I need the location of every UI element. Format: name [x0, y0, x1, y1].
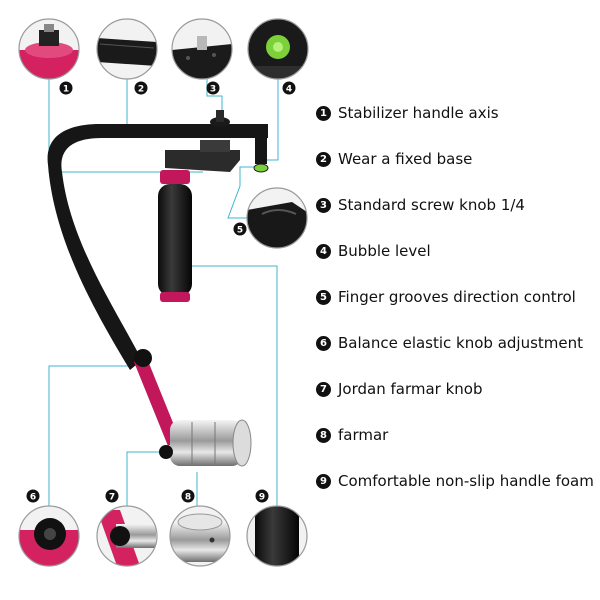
callout-badge-2: 2	[134, 81, 148, 95]
balance-knob	[134, 349, 152, 367]
legend-number: 9	[316, 474, 331, 489]
legend-number: 3	[316, 198, 331, 213]
callout-badge-number: 4	[286, 84, 292, 94]
gimbal-block	[200, 140, 230, 152]
legend-label: farmar	[338, 426, 389, 444]
bracket-post	[255, 124, 267, 164]
legend-number: 7	[316, 382, 331, 397]
callout-badge-number: 9	[259, 492, 265, 502]
detail-circle-5	[246, 187, 308, 249]
bubble-level-vial	[253, 163, 269, 173]
detail-circle-4	[247, 18, 309, 80]
legend-number: 5	[316, 290, 331, 305]
legend-item: 6 Balance elastic knob adjustment	[316, 334, 600, 380]
detail-circle-1	[18, 18, 80, 80]
callout-badge-7: 7	[105, 489, 119, 503]
callout-badge-3: 3	[206, 81, 220, 95]
curved-arm	[47, 124, 269, 370]
callout-badge-number: 3	[210, 84, 216, 94]
counterweight	[159, 419, 252, 467]
legend-item: 5 Finger grooves direction control	[316, 288, 600, 334]
callout-badge-8: 8	[181, 489, 195, 503]
callout-badge-1: 1	[59, 81, 73, 95]
foam-handle	[158, 184, 192, 296]
detail-circle-6	[18, 505, 80, 567]
legend-item: 2 Wear a fixed base	[316, 150, 600, 196]
stabilizer-illustration	[47, 110, 269, 467]
legend-number: 2	[316, 152, 331, 167]
leader-line-4	[262, 79, 279, 161]
callout-badge-4: 4	[282, 81, 296, 95]
legend-label: Standard screw knob 1/4	[338, 196, 525, 214]
legend-number: 6	[316, 336, 331, 351]
legend-item: 9 Comfortable non-slip handle foam	[316, 472, 600, 518]
detail-circle-8	[169, 505, 231, 567]
legend-label: Finger grooves direction control	[338, 288, 576, 306]
legend-item: 4 Bubble level	[316, 242, 600, 288]
detail-circle-9	[246, 505, 308, 567]
legend-label: Wear a fixed base	[338, 150, 473, 168]
callout-badge-number: 6	[30, 492, 36, 502]
legend-number: 8	[316, 428, 331, 443]
detail-circle-3	[171, 18, 233, 80]
legend-item: 7 Jordan farmar knob	[316, 380, 600, 426]
top-screw-knob-stem	[216, 110, 224, 122]
callout-badge-number: 1	[63, 84, 69, 94]
detail-circle-2	[96, 18, 158, 80]
callout-badge-number: 7	[109, 492, 115, 502]
callout-legend: 1 Stabilizer handle axis 2 Wear a fixed ba…	[316, 104, 600, 518]
detail-circle-7	[96, 505, 158, 567]
legend-label: Balance elastic knob adjustment	[338, 334, 584, 352]
callout-badge-number: 8	[185, 492, 191, 502]
legend-label: Stabilizer handle axis	[338, 104, 499, 122]
leader-line-6	[48, 365, 131, 506]
legend-item: 8 farmar	[316, 426, 600, 472]
legend-label: Jordan farmar knob	[338, 380, 483, 398]
legend-label: Comfortable non-slip handle foam	[338, 472, 594, 490]
leader-line-9	[182, 265, 278, 506]
handle-top-collar	[160, 170, 190, 184]
callout-badge-9: 9	[255, 489, 269, 503]
legend-number: 4	[316, 244, 331, 259]
callout-badge-5: 5	[233, 222, 247, 236]
gimbal-platform	[165, 150, 240, 172]
legend-item: 3 Standard screw knob 1/4	[316, 196, 600, 242]
lower-magenta-bar	[134, 356, 180, 446]
callout-badge-6: 6	[26, 489, 40, 503]
legend-item: 1 Stabilizer handle axis	[316, 104, 600, 150]
callout-badge-number: 2	[138, 84, 144, 94]
callout-badges: 1 2 3 4 5 6 7 8 9	[26, 81, 296, 503]
leader-line-5	[227, 166, 262, 219]
legend-number: 1	[316, 106, 331, 121]
legend-label: Bubble level	[338, 242, 431, 260]
handle-bottom-collar	[160, 292, 190, 302]
leader-line-7	[126, 451, 164, 506]
callout-badge-number: 5	[237, 225, 243, 235]
